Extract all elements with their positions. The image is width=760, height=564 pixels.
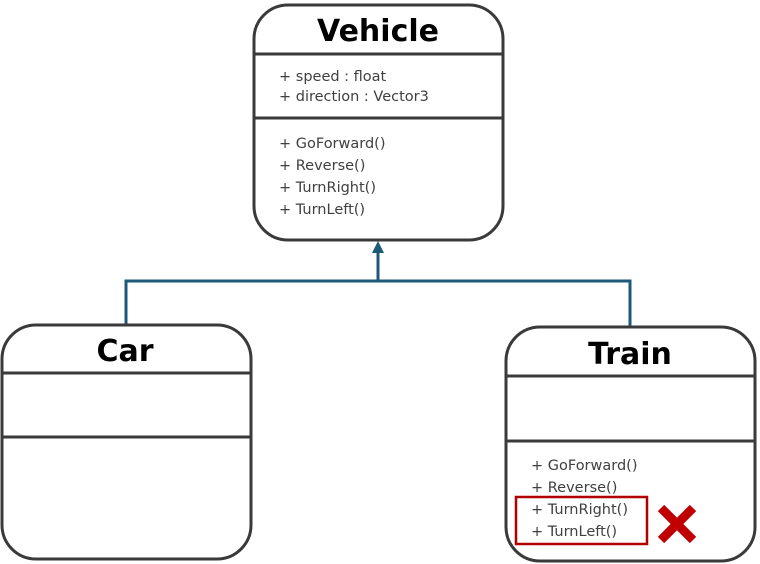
class-vehicle-method: + TurnLeft() xyxy=(279,202,365,218)
class-train-method: + GoForward() xyxy=(531,458,638,474)
class-vehicle[interactable]: Vehicle + speed : float + direction : Ve… xyxy=(252,3,505,242)
unsupported-methods-highlight xyxy=(514,495,649,546)
generalization-branch xyxy=(124,279,632,329)
class-train-method: + Reverse() xyxy=(531,480,617,496)
class-vehicle-attribute: + direction : Vector3 xyxy=(279,89,429,105)
class-train-method: + TurnLeft() xyxy=(531,524,617,540)
class-car-box xyxy=(0,323,253,561)
class-train-box xyxy=(504,325,757,563)
red-x-icon xyxy=(657,504,697,544)
class-train-method: + TurnRight() xyxy=(531,502,628,518)
inheritance-connector xyxy=(124,241,632,329)
class-vehicle-name: Vehicle xyxy=(317,14,439,49)
class-train[interactable]: Train + GoForward() + Reverse() + TurnRi… xyxy=(504,325,757,563)
class-vehicle-box xyxy=(252,3,505,242)
class-car-name: Car xyxy=(96,334,153,369)
inheritance-arrowhead-icon xyxy=(372,241,384,253)
class-train-name: Train xyxy=(588,337,672,372)
class-vehicle-attribute: + speed : float xyxy=(279,69,387,85)
class-vehicle-method: + TurnRight() xyxy=(279,180,376,196)
class-vehicle-method: + GoForward() xyxy=(279,136,386,152)
class-car[interactable]: Car xyxy=(0,323,253,561)
class-vehicle-method: + Reverse() xyxy=(279,158,365,174)
